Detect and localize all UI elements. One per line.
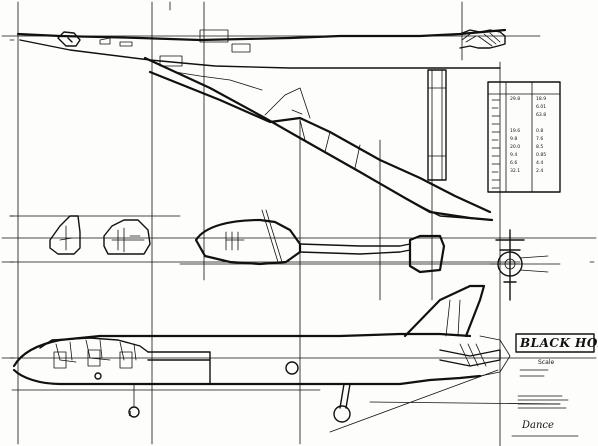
tail-cone [479, 335, 511, 377]
plan-view-aileron [291, 109, 361, 169]
drawing-signature: Dance [521, 420, 554, 431]
dimension-ticks [9, 1, 595, 359]
spec-table-cell: 6.6 [510, 160, 517, 166]
tail-front-view [489, 229, 561, 301]
plan-view-tail [459, 29, 506, 49]
spec-table-cell: 2.4 [536, 168, 543, 174]
plan-view-flap-lines [174, 71, 311, 119]
spec-table-frame [487, 81, 561, 193]
drop-tank-boom [299, 243, 411, 255]
exhaust-vanes [459, 343, 487, 367]
fuselage-upper-line [12, 332, 472, 368]
side-profile-hatch-marker [94, 372, 102, 380]
plan-view-fuselage-line [19, 39, 501, 69]
section-b-outline [103, 219, 151, 255]
spec-table-cell: 0.85 [536, 152, 546, 158]
side-profile-cockpit-detail [55, 339, 137, 363]
title-block: BLACK HORSE Scale Dance [511, 333, 598, 437]
plan-view-wing-tip [404, 197, 493, 221]
spec-table-cell: 9.4 [510, 152, 517, 158]
section-a-outline [49, 215, 81, 255]
drop-tank-pylon [261, 209, 283, 263]
drawing-number: 1 [128, 410, 132, 418]
spec-table-rows: 29.8 18.9 6.01 63.8 19.6 0.8 9.8 7.6 20.0 8.5 9.4 0… [510, 96, 546, 174]
ground-line [11, 369, 561, 433]
plan-view-label-box-3 [159, 55, 183, 67]
plan-view-wing-leading-edge [148, 70, 492, 214]
plan-view-wing-trailing-edge [143, 56, 494, 222]
spec-table-cell: 19.6 [510, 128, 520, 134]
drawing-subtitle: Scale [538, 359, 554, 366]
plan-view-upper-outline [16, 28, 507, 42]
spec-table-row-labels [491, 99, 501, 189]
spec-table-cell: 63.8 [536, 112, 546, 118]
side-profile-canopy [39, 337, 149, 353]
specification-table: 29.8 18.9 6.01 63.8 19.6 0.8 9.8 7.6 20.0 8.5 9.4 0… [487, 81, 561, 193]
spec-table-cell: 4.4 [536, 160, 543, 166]
main-wheel [333, 405, 351, 423]
drop-tank-internal [225, 231, 245, 251]
main-landing-gear [339, 383, 351, 409]
section-b-detail [111, 227, 145, 253]
plan-view-canopy-frames [99, 37, 133, 47]
stabilizer-rudder-line [445, 299, 461, 337]
side-profile-view [11, 284, 561, 433]
spec-table-cell: 32.1 [510, 168, 520, 174]
title-block-notes [517, 369, 569, 409]
spec-table-cell: 20.0 [510, 144, 520, 150]
fuselage-lower-line [12, 368, 482, 386]
horizontal-reference-lines [1, 35, 597, 359]
spec-table-cell: 0.8 [536, 128, 543, 134]
side-profile-intake [147, 351, 211, 385]
plan-view-label-box-2 [231, 43, 251, 53]
title-block-frame [515, 333, 595, 353]
plan-view-engine-nacelle [427, 69, 447, 181]
drop-tank-side-view [194, 209, 446, 274]
drop-tank-outline [194, 218, 302, 266]
fuel-tank-marker [285, 361, 299, 375]
plan-view-inlet [461, 33, 477, 43]
side-profile-crew-seats [53, 349, 133, 369]
front-sections [49, 215, 151, 255]
plan-view-tail-hatch [477, 32, 501, 47]
spec-table-cell: 7.6 [536, 136, 543, 142]
spec-table-cell: 8.5 [536, 144, 543, 150]
plan-view-engine-detail [427, 69, 447, 181]
tail-unit-front-view [408, 234, 446, 274]
vertical-stabilizer [403, 284, 486, 338]
vertical-reference-lines [17, 1, 501, 446]
spec-table-cell: 18.9 [536, 96, 546, 102]
drawing-title: BLACK HORSE [519, 336, 598, 350]
plan-view-cockpit [57, 31, 81, 47]
spec-table-cell: 29.8 [510, 96, 520, 102]
tail-front-fin [495, 229, 525, 301]
spec-table-cell: 6.01 [536, 104, 546, 110]
nose-wheel [128, 406, 140, 418]
spec-table-cell: 9.8 [510, 136, 517, 142]
